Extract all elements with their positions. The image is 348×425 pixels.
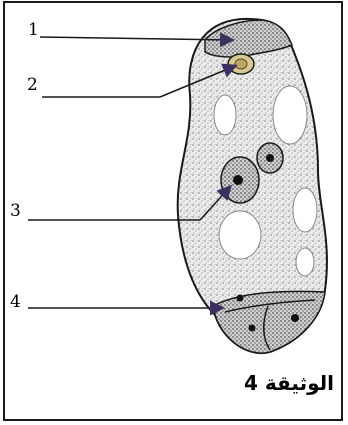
- label-3: 3: [10, 203, 21, 220]
- document-caption: الوثيقة 4: [244, 373, 334, 393]
- vacuole: [219, 211, 261, 259]
- label-1: 1: [28, 22, 39, 39]
- label-2: 2: [27, 77, 38, 94]
- label-4: 4: [10, 294, 21, 311]
- vacuole: [273, 86, 307, 144]
- vacuole: [214, 95, 236, 135]
- vacuole: [293, 188, 317, 232]
- vacuole: [296, 248, 314, 276]
